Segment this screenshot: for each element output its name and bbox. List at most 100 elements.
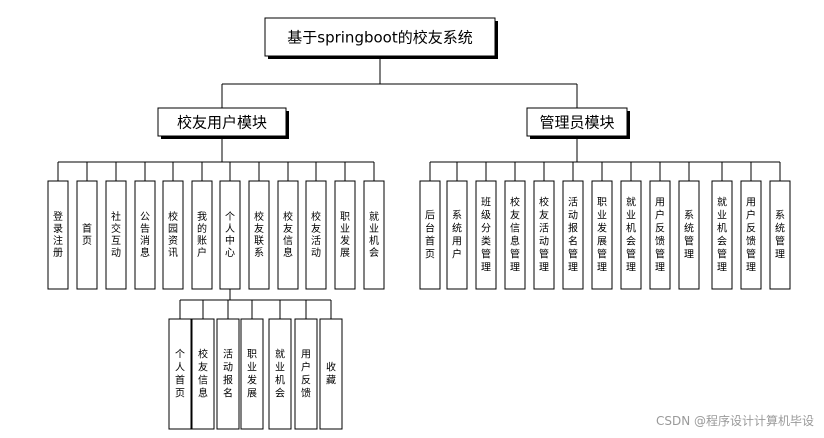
subtree-leaf-5-label: 用户反馈 [301, 350, 311, 400]
admin-leaf-1: 系统用户 [446, 180, 468, 290]
user-leaf-9: 校友活动 [305, 180, 327, 290]
subtree-leaf-2-box [216, 318, 240, 430]
user-leaf-5-label: 我的账户 [197, 211, 207, 259]
user-leaf-11-label: 就业机会 [369, 210, 379, 259]
subtree-leaf-4: 就业机会 [268, 318, 292, 430]
user-leaf-8-box [277, 180, 299, 290]
user-leaf-1: 首页 [76, 180, 98, 290]
admin-leaf-11-label: 用户反馈管理 [746, 198, 756, 274]
user-leaf-0-box [47, 180, 69, 290]
admin-leaf-1-label: 系统用户 [452, 210, 462, 261]
subtree-leaf-1-box [191, 318, 215, 430]
admin-leaf-2-label: 班级分类管理 [481, 197, 491, 274]
admin-leaf-3: 校友信息管理 [504, 180, 526, 290]
admin-leaf-10-label: 就业机会管理 [717, 196, 727, 274]
user-leaf-8-label: 校友信息 [283, 210, 293, 259]
admin-leaf-4-box [533, 180, 555, 290]
subtree-leaf-3-label: 职业发展 [247, 349, 257, 400]
subtree-leaf-2: 活动报名 [216, 318, 240, 430]
user-leaf-6: 个人中心 [219, 180, 241, 290]
admin-leaf-11-box [740, 180, 762, 290]
admin-leaf-0-box [419, 180, 441, 290]
user-leaf-1-box [76, 180, 98, 290]
user-module-node-box [157, 107, 287, 137]
user-module-node: 校友用户模块 [157, 107, 289, 139]
subtree-leaf-6-label: 收藏 [326, 361, 336, 387]
admin-leaf-1-box [446, 180, 468, 290]
admin-leaf-8: 用户反馈管理 [649, 180, 671, 290]
admin-leaf-10-box [711, 180, 733, 290]
admin-leaf-9-label: 系统管理 [684, 210, 694, 261]
admin-leaf-0: 后台首页 [419, 180, 441, 290]
user-leaf-3: 公告消息 [134, 180, 156, 290]
subtree-leaf-1-label: 校友信息 [198, 348, 208, 400]
admin-module-node-box [526, 107, 628, 137]
user-leaf-0: 登录注册 [47, 180, 69, 290]
user-module-node-label: 校友用户模块 [177, 114, 267, 132]
user-leaf-1-label: 首页 [82, 222, 92, 247]
admin-leaf-6: 职业发展管理 [591, 180, 613, 290]
admin-leaf-6-label: 职业发展管理 [597, 197, 607, 274]
user-leaf-7-label: 校友联系 [254, 210, 264, 259]
user-leaf-2-box [105, 180, 127, 290]
subtree-leaf-2-label: 活动报名 [223, 349, 233, 400]
admin-leaf-12-label: 系统管理 [775, 210, 785, 261]
admin-leaf-5-box [562, 180, 584, 290]
admin-leaf-2-box [475, 180, 497, 290]
user-leaf-10: 职业发展 [334, 180, 356, 290]
subtree-leaf-0-box [168, 318, 192, 430]
user-leaf-11-box [363, 180, 385, 290]
admin-leaf-5: 活动报名管理 [562, 180, 584, 290]
admin-leaf-8-box [649, 180, 671, 290]
admin-leaf-7-box [620, 180, 642, 290]
admin-leaf-2: 班级分类管理 [475, 180, 497, 290]
root-node: 基于springboot的校友系统 [264, 17, 498, 59]
admin-leaf-12-box [769, 180, 791, 290]
admin-leaf-11: 用户反馈管理 [740, 180, 762, 290]
connector-lines [57, 56, 781, 319]
admin-leaf-6-box [591, 180, 613, 290]
user-leaf-3-label: 公告消息 [140, 212, 150, 259]
user-leaf-4: 校园资讯 [162, 180, 184, 290]
user-leaf-4-label: 校园资讯 [168, 210, 178, 259]
admin-module-node-label: 管理员模块 [539, 114, 614, 132]
subtree-leaf-3-box [240, 318, 264, 430]
subtree-leaf-3: 职业发展 [240, 318, 264, 430]
user-leaf-2: 社交互动 [105, 180, 127, 290]
subtree-leaf-4-box [268, 318, 292, 430]
user-leaf-11: 就业机会 [363, 180, 385, 290]
user-leaf-6-box [219, 180, 241, 290]
subtree-leaf-6: 收藏 [319, 318, 343, 430]
admin-leaf-3-label: 校友信息管理 [510, 196, 520, 274]
user-leaf-9-box [305, 180, 327, 290]
user-leaf-2-label: 社交互动 [111, 210, 121, 259]
root-node-box [264, 17, 496, 57]
admin-leaf-7: 就业机会管理 [620, 180, 642, 290]
admin-leaf-12: 系统管理 [769, 180, 791, 290]
watermark: CSDN @程序设计计算机毕设 [655, 414, 814, 428]
user-leaf-3-box [134, 180, 156, 290]
admin-leaf-9: 系统管理 [678, 180, 700, 290]
admin-leaf-4: 校友活动管理 [533, 180, 555, 290]
user-leaf-10-box [334, 180, 356, 290]
user-leaf-5: 我的账户 [191, 180, 213, 290]
user-leaf-7: 校友联系 [248, 180, 270, 290]
admin-leaf-7-label: 就业机会管理 [626, 196, 636, 274]
subtree-leaf-5-box [294, 318, 318, 430]
admin-leaf-8-label: 用户反馈管理 [655, 198, 665, 274]
subtree-leaf-5: 用户反馈 [294, 318, 318, 430]
subtree-leaf-4-label: 就业机会 [275, 348, 285, 400]
admin-module-node: 管理员模块 [526, 107, 630, 139]
user-leaf-7-box [248, 180, 270, 290]
user-leaf-6-label: 个人中心 [225, 211, 235, 259]
admin-leaf-4-label: 校友活动管理 [539, 196, 549, 274]
user-leaf-4-box [162, 180, 184, 290]
admin-leaf-9-box [678, 180, 700, 290]
admin-leaf-10: 就业机会管理 [711, 180, 733, 290]
subtree-leaf-0-label: 个人首页 [175, 349, 185, 400]
root-node-label: 基于springboot的校友系统 [287, 29, 472, 47]
admin-leaf-0-label: 后台首页 [425, 210, 435, 261]
user-leaf-8: 校友信息 [277, 180, 299, 290]
user-leaf-9-label: 校友活动 [311, 210, 321, 259]
